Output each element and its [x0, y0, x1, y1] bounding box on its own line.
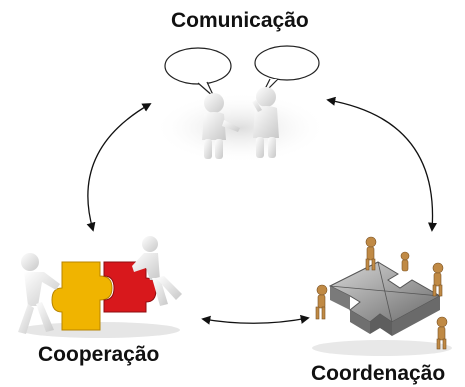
wooden-figure-icon: [365, 236, 377, 271]
person-pushing-right-icon: [132, 236, 182, 306]
node-label-coordenacao: Coordenação: [311, 362, 446, 385]
yellow-puzzle-piece-icon: [51, 261, 113, 331]
wooden-figure-icon: [400, 251, 410, 272]
wooden-figure-icon: [315, 284, 328, 320]
person-talking-icon: [202, 93, 240, 159]
person-listening-icon: [252, 87, 279, 158]
wooden-figure-icon: [432, 262, 444, 297]
cooperation-illustration: [18, 236, 182, 338]
speech-bubble-left-icon: [164, 47, 232, 98]
metal-puzzle-icon: [328, 261, 442, 336]
arrow-cooperation-coordination: [201, 314, 310, 325]
node-label-comunicacao: Comunicação: [171, 9, 309, 32]
wooden-figure-icon: [436, 316, 448, 350]
coordination-illustration: [312, 236, 452, 356]
arrow-communication-coordination: [326, 96, 438, 232]
person-pushing-left-icon: [18, 253, 60, 334]
communication-illustration: [153, 45, 328, 164]
arrow-communication-cooperation: [86, 103, 152, 232]
node-label-cooperacao: Cooperação: [38, 343, 160, 366]
